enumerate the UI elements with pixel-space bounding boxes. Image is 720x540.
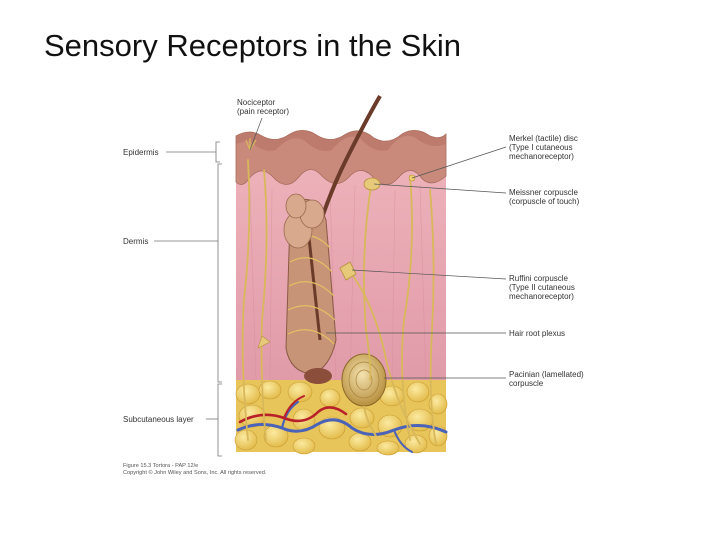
hair-root-plexus-marker — [257, 335, 271, 349]
nerve-fibers — [241, 159, 437, 445]
label-meissner-corpuscle: Meissner corpuscle (corpuscle of touch) — [509, 188, 579, 206]
figure-caption: Figure 15.3 Tortora - PAP 12/e Copyright… — [123, 463, 266, 477]
label-ruffini-line3: mechanoreceptor) — [509, 292, 574, 301]
leader-lines — [249, 117, 507, 379]
label-meissner-line2: (corpuscle of touch) — [509, 197, 580, 206]
subcutaneous-fat — [234, 380, 448, 456]
label-merkel-line3: mechanoreceptor) — [509, 152, 574, 161]
label-pacinian-corpuscle: Pacinian (lamellated) corpuscle — [509, 370, 584, 388]
blood-vessels — [236, 395, 448, 453]
stratum-corneum — [236, 130, 446, 151]
ruffini-corpuscle — [339, 261, 357, 281]
label-subcutaneous-layer: Subcutaneous layer — [123, 415, 194, 424]
label-epidermis: Epidermis — [123, 148, 159, 157]
label-nociceptor-line1: Nociceptor — [237, 98, 276, 107]
label-ruffini-line1: Ruffini corpuscle — [509, 274, 568, 283]
label-merkel-line2: (Type I cutaneous — [509, 143, 573, 152]
label-ruffini-corpuscle: Ruffini corpuscle (Type II cutaneous mec… — [509, 274, 575, 301]
label-pacinian-line1: Pacinian (lamellated) — [509, 370, 584, 379]
layer-brackets — [154, 141, 222, 457]
label-merkel-line1: Merkel (tactile) disc — [509, 134, 578, 143]
label-hair-root-plexus: Hair root plexus — [509, 329, 566, 338]
label-nociceptor-line2: (pain receptor) — [237, 107, 290, 116]
sebaceous-gland — [283, 193, 325, 249]
meissner-corpuscle — [363, 177, 381, 191]
label-nociceptor: Nociceptor (pain receptor) — [237, 98, 289, 116]
nociceptor-ending — [245, 138, 257, 151]
label-pacinian-line2: corpuscle — [509, 379, 544, 388]
label-ruffini-line2: (Type II cutaneous — [509, 283, 575, 292]
pacinian-corpuscle — [341, 353, 387, 437]
caption-line1: Figure 15.3 Tortora - PAP 12/e — [123, 463, 199, 469]
label-merkel-disc: Merkel (tactile) disc (Type I cutaneous … — [509, 134, 578, 161]
label-dermis: Dermis — [123, 237, 149, 246]
label-meissner-line1: Meissner corpuscle — [509, 188, 578, 197]
dermis-texture — [249, 184, 427, 386]
caption-line2: Copyright © John Wiley and Sons, Inc. Al… — [123, 470, 267, 476]
slide-title: Sensory Receptors in the Skin — [44, 28, 461, 63]
